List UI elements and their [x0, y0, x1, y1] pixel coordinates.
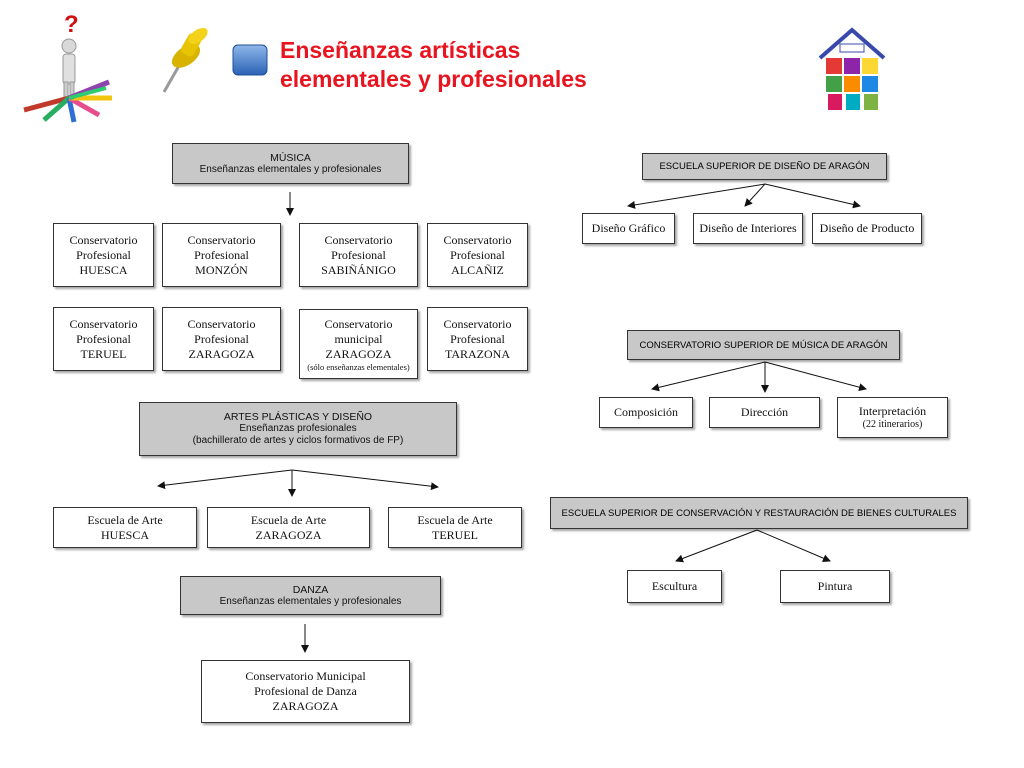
- composicion: Composición: [599, 397, 693, 428]
- musica-header-subtitle: Enseñanzas elementales y profesionales: [199, 163, 382, 175]
- school-line: Conservatorio: [324, 232, 393, 247]
- conservacion-superior-header: ESCUELA SUPERIOR DE CONSERVACIÓN Y RESTA…: [550, 497, 968, 529]
- school-line: Conservatorio: [69, 232, 138, 247]
- school-line: Profesional: [194, 247, 249, 262]
- diseno-producto: Diseño de Producto: [812, 213, 922, 244]
- school-tarazona: Conservatorio Profesional TARAZONA: [427, 307, 528, 371]
- artes-header: ARTES PLÁSTICAS Y DISEÑO Enseñanzas prof…: [139, 402, 457, 456]
- item-label: Diseño de Interiores: [699, 221, 797, 235]
- arrow-artes-right: [291, 469, 439, 491]
- school-line: Conservatorio: [187, 232, 256, 247]
- school-city: MONZÓN: [195, 262, 248, 277]
- school-line: Conservatorio: [187, 316, 256, 331]
- school-line: Profesional: [331, 247, 386, 262]
- school-note: (sólo enseñanzas elementales): [307, 361, 410, 372]
- arrow-diseno-right: [764, 183, 861, 209]
- school-line: Profesional: [450, 331, 505, 346]
- school-line: Profesional: [450, 247, 505, 262]
- school-line: municipal: [334, 331, 383, 346]
- musica-superior-header: CONSERVATORIO SUPERIOR DE MÚSICA DE ARAG…: [627, 330, 900, 360]
- school-line: Conservatorio: [443, 232, 512, 247]
- item-label: Escultura: [651, 579, 698, 593]
- pushpin-icon: [162, 28, 208, 93]
- musica-header: MÚSICA Enseñanzas elementales y profesio…: [172, 143, 409, 184]
- escuela-arte-teruel: Escuela de Arte TERUEL: [388, 507, 522, 548]
- school-city: ZARAGOZA: [188, 346, 255, 361]
- page-title: Enseñanzas artísticas elementales y prof…: [280, 36, 587, 94]
- school-city: HUESCA: [100, 527, 149, 542]
- danza-header: DANZA Enseñanzas elementales y profesion…: [180, 576, 441, 615]
- school-line: Conservatorio Municipal: [245, 669, 366, 683]
- arrow-diseno-center: [744, 183, 766, 207]
- school-line: Escuela de Arte: [250, 512, 327, 527]
- person-arrows-icon: ?: [23, 11, 112, 123]
- school-city: ZARAGOZA: [255, 527, 322, 542]
- item-label: Pintura: [817, 579, 853, 593]
- school-city: TARAZONA: [444, 346, 511, 361]
- musica-header-title: MÚSICA: [270, 151, 311, 164]
- danza-header-title: DANZA: [292, 583, 329, 596]
- escuela-arte-zaragoza: Escuela de Arte ZARAGOZA: [207, 507, 370, 548]
- school-line: Escuela de Arte: [87, 512, 163, 527]
- title-line-2: elementales y profesionales: [280, 66, 587, 92]
- school-city: ZARAGOZA: [272, 699, 339, 713]
- school-zaragoza: Conservatorio Profesional ZARAGOZA: [162, 307, 281, 371]
- school-teruel: Conservatorio Profesional TERUEL: [53, 307, 154, 371]
- school-line: Profesional: [76, 331, 131, 346]
- danza-header-subtitle: Enseñanzas elementales y profesionales: [219, 595, 402, 607]
- artes-header-note: (bachillerato de artes y ciclos formativ…: [192, 435, 404, 446]
- arrow-artes-left: [157, 469, 293, 490]
- school-city: TERUEL: [80, 346, 127, 361]
- diseno-interiores: Diseño de Interiores: [693, 213, 803, 244]
- arrow-conservacion-right: [756, 529, 831, 562]
- school-zaragoza-municipal: Conservatorio municipal ZARAGOZA (sólo e…: [299, 309, 418, 379]
- diseno-superior-header: ESCUELA SUPERIOR DE DISEÑO DE ARAGÓN: [642, 153, 887, 180]
- diseno-grafico: Diseño Gráfico: [582, 213, 675, 244]
- school-huesca: Conservatorio Profesional HUESCA: [53, 223, 154, 287]
- svg-text:?: ?: [64, 11, 79, 38]
- title-line-1: Enseñanzas artísticas: [280, 37, 521, 63]
- school-city: TERUEL: [432, 527, 478, 542]
- item-note: (22 itinerarios): [862, 419, 923, 430]
- arrow-diseno-left: [627, 183, 766, 209]
- item-label: Diseño de Producto: [819, 221, 915, 235]
- escultura: Escultura: [627, 570, 722, 603]
- school-city: HUESCA: [79, 262, 128, 277]
- arrow-musica-sup-right: [764, 361, 867, 392]
- arrow-musica-sup-left: [651, 361, 766, 392]
- school-city: SABIÑÁNIGO: [321, 262, 396, 277]
- pintura: Pintura: [780, 570, 890, 603]
- school-sabinanigo: Conservatorio Profesional SABIÑÁNIGO: [299, 223, 418, 287]
- arrow-conservacion-left: [675, 529, 758, 563]
- direccion: Dirección: [709, 397, 820, 428]
- school-monzon: Conservatorio Profesional MONZÓN: [162, 223, 281, 287]
- item-label: Dirección: [740, 405, 789, 419]
- school-line: Conservatorio: [443, 316, 512, 331]
- school-line: Escuela de Arte: [417, 512, 493, 527]
- item-label: Composición: [613, 405, 678, 419]
- school-city: ALCAÑIZ: [451, 262, 504, 277]
- escuela-arte-huesca: Escuela de Arte HUESCA: [53, 507, 197, 548]
- conservatorio-danza-zaragoza: Conservatorio Municipal Profesional de D…: [201, 660, 410, 723]
- artes-header-subtitle: Enseñanzas profesionales: [239, 423, 357, 434]
- school-line: Conservatorio: [69, 316, 138, 331]
- school-alcaniz: Conservatorio Profesional ALCAÑIZ: [427, 223, 528, 287]
- school-house-logo-icon: [818, 27, 886, 110]
- artes-header-title: ARTES PLÁSTICAS Y DISEÑO: [223, 411, 373, 423]
- blue-button-icon: [232, 44, 268, 76]
- school-line: Conservatorio: [324, 316, 393, 331]
- school-line: Profesional de Danza: [254, 684, 357, 698]
- item-label: Interpretación: [858, 404, 927, 418]
- item-label: Diseño Gráfico: [591, 221, 666, 235]
- interpretacion: Interpretación (22 itinerarios): [837, 397, 948, 438]
- school-line: Profesional: [194, 331, 249, 346]
- school-city: ZARAGOZA: [325, 346, 392, 361]
- school-line: Profesional: [76, 247, 131, 262]
